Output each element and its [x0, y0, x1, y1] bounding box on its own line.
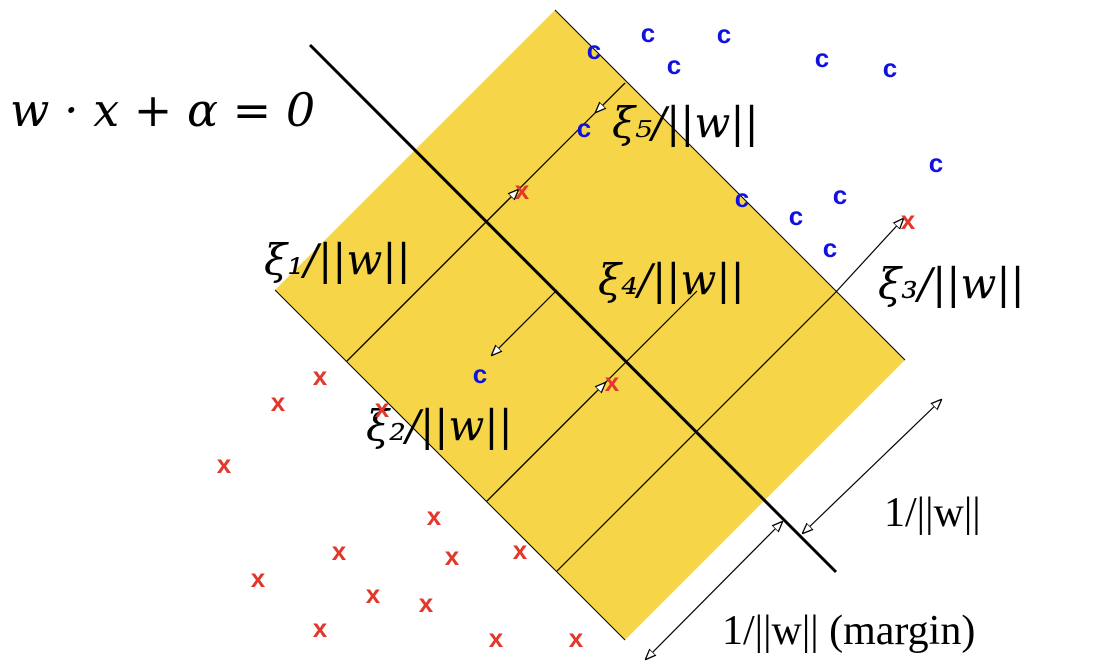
slack-arrow-xi4 — [492, 289, 558, 355]
x-marker-16: x — [489, 623, 504, 653]
x-marker-4: x — [313, 361, 328, 391]
x-marker-11: x — [513, 535, 528, 565]
c-marker-8: c — [929, 148, 943, 178]
slack-arrow-xi5 — [596, 82, 626, 112]
c-marker-3: c — [667, 50, 681, 80]
half-margin-arrow — [803, 400, 941, 533]
c-marker-11: c — [833, 180, 847, 210]
x-marker-12: x — [251, 563, 266, 593]
c-marker-10: c — [789, 201, 803, 231]
hyperplane-equation: w · x + α = 0 — [10, 83, 315, 137]
c-marker-6: c — [883, 53, 897, 83]
c-marker-13: c — [473, 359, 487, 389]
c-marker-9: c — [735, 183, 749, 213]
x-marker-9: x — [332, 536, 347, 566]
full-margin-label: 1/||w|| (margin) — [722, 608, 975, 654]
slack-label-xi5: ξ₅/||w|| — [612, 98, 759, 147]
c-marker-5: c — [815, 43, 829, 73]
c-marker-12: c — [823, 233, 837, 263]
c-marker-4: c — [717, 19, 731, 49]
x-marker-6: x — [375, 393, 390, 423]
x-marker-8: x — [427, 501, 442, 531]
full-margin-arrow — [646, 522, 782, 659]
slack-label-xi3: ξ₃/||w|| — [878, 259, 1025, 308]
slack-label-xi1: ξ₁/||w|| — [264, 235, 411, 284]
margin-boundary-lower — [274, 289, 626, 641]
slack-arrow-xi3 — [834, 219, 903, 294]
x-marker-7: x — [217, 449, 232, 479]
x-marker-2: x — [605, 367, 620, 397]
x-marker-1: x — [515, 175, 530, 205]
c-marker-7: c — [577, 113, 591, 143]
x-marker-17: x — [569, 623, 584, 653]
x-marker-3: x — [901, 205, 916, 235]
decision-boundary — [308, 43, 838, 574]
slack-label-xi2: ξ₂/||w|| — [366, 401, 513, 450]
x-marker-13: x — [366, 579, 381, 609]
slack-arrow-xi1 — [346, 190, 518, 362]
x-marker-14: x — [419, 588, 434, 618]
x-marker-10: x — [445, 541, 460, 571]
slack-label-xi4: ξ₄/||w|| — [598, 255, 745, 304]
perpendicular-line-3 — [556, 292, 836, 572]
margin-boundary-upper — [554, 9, 906, 361]
half-margin-label: 1/||w|| — [884, 490, 981, 536]
c-marker-1: c — [587, 35, 601, 65]
c-marker-2: c — [641, 18, 655, 48]
x-marker-5: x — [271, 387, 286, 417]
slack-arrow-xi2 — [486, 383, 605, 502]
x-marker-15: x — [313, 613, 328, 643]
